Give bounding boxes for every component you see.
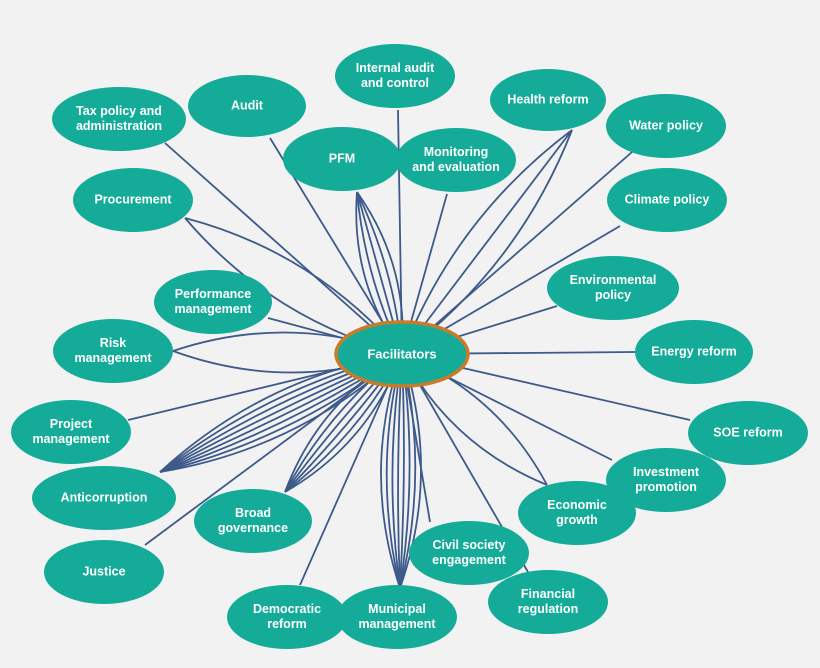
node-climate-policy: Climate policy	[607, 168, 727, 232]
node-label-risk-management-line-1: Risk	[100, 336, 126, 350]
node-label-municipal-management-line-1: Municipal	[368, 602, 426, 616]
node-label-performance-management-line-2: management	[174, 302, 252, 316]
node-ellipse-soe-reform	[688, 401, 808, 465]
node-ellipse-monitoring-evaluation	[396, 128, 516, 192]
node-label-risk-management-line-2: management	[74, 351, 152, 365]
node-energy-reform: Energy reform	[635, 320, 753, 384]
node-ellipse-justice	[44, 540, 164, 604]
node-audit: Audit	[188, 75, 306, 137]
node-ellipse-pfm	[283, 127, 401, 191]
node-ellipse-civil-society-engagement	[409, 521, 529, 585]
node-ellipse-economic-growth	[518, 481, 636, 545]
node-label-environmental-policy-line-2: policy	[595, 288, 631, 302]
node-label-environmental-policy-line-1: Environmental	[570, 273, 657, 287]
node-label-economic-growth-line-2: growth	[556, 513, 598, 527]
hub-label: Facilitators	[367, 346, 436, 361]
edge-health-reform-1	[401, 129, 573, 355]
node-label-tax-policy-line-1: Tax policy and	[76, 104, 162, 118]
node-label-tax-policy-line-2: administration	[76, 119, 162, 133]
node-label-internal-audit-line-1: Internal audit	[356, 61, 435, 75]
node-label-broad-governance-line-2: governance	[218, 521, 288, 535]
node-label-financial-regulation-line-2: regulation	[518, 602, 578, 616]
node-label-monitoring-evaluation-line-1: Monitoring	[424, 145, 489, 159]
node-pfm: PFM	[283, 127, 401, 191]
node-soe-reform: SOE reform	[688, 401, 808, 465]
node-label-anticorruption-line-1: Anticorruption	[61, 490, 148, 504]
hub-ellipse	[334, 320, 470, 388]
node-label-investment-promotion-line-1: Investment	[633, 465, 700, 479]
node-ellipse-audit	[188, 75, 306, 137]
node-ellipse-environmental-policy	[547, 256, 679, 320]
node-label-pfm-line-1: PFM	[329, 151, 355, 165]
node-label-project-management-line-2: management	[32, 432, 110, 446]
node-label-justice-line-1: Justice	[82, 564, 125, 578]
node-ellipse-procurement	[73, 168, 193, 232]
node-label-audit-line-1: Audit	[231, 98, 264, 112]
node-procurement: Procurement	[73, 168, 193, 232]
node-ellipse-energy-reform	[635, 320, 753, 384]
node-ellipse-financial-regulation	[488, 570, 608, 634]
node-label-water-policy-line-1: Water policy	[629, 118, 703, 132]
node-ellipse-democratic-reform	[227, 585, 347, 649]
node-label-civil-society-engagement-line-2: engagement	[432, 553, 506, 567]
node-label-financial-regulation-line-1: Financial	[521, 587, 575, 601]
node-label-health-reform-line-1: Health reform	[507, 92, 588, 106]
node-ellipse-performance-management	[154, 270, 272, 334]
node-ellipse-anticorruption	[32, 466, 176, 530]
node-ellipse-internal-audit	[335, 44, 455, 108]
node-label-civil-society-engagement-line-1: Civil society	[433, 538, 506, 552]
hub-node-facilitators: Facilitators	[334, 320, 470, 388]
node-anticorruption: Anticorruption	[32, 466, 176, 530]
node-label-procurement-line-1: Procurement	[94, 192, 172, 206]
node-label-energy-reform-line-1: Energy reform	[651, 344, 736, 358]
node-label-municipal-management-line-2: management	[358, 617, 436, 631]
node-label-project-management-line-1: Project	[50, 417, 93, 431]
node-ellipse-broad-governance	[194, 489, 312, 553]
node-ellipse-project-management	[11, 400, 131, 464]
node-ellipse-water-policy	[606, 94, 726, 158]
node-label-internal-audit-line-2: and control	[361, 76, 429, 90]
node-ellipse-tax-policy	[52, 87, 186, 151]
node-health-reform: Health reform	[490, 69, 606, 131]
node-label-broad-governance-line-1: Broad	[235, 506, 271, 520]
node-label-climate-policy-line-1: Climate policy	[625, 192, 710, 206]
node-water-policy: Water policy	[606, 94, 726, 158]
node-label-economic-growth-line-1: Economic	[547, 498, 607, 512]
node-ellipse-risk-management	[53, 319, 173, 383]
node-ellipse-investment-promotion	[606, 448, 726, 512]
node-label-democratic-reform-line-1: Democratic	[253, 602, 321, 616]
node-ellipse-municipal-management	[337, 585, 457, 649]
node-label-monitoring-evaluation-line-2: and evaluation	[412, 160, 500, 174]
node-label-performance-management-line-1: Performance	[175, 287, 251, 301]
node-label-democratic-reform-line-2: reform	[267, 617, 307, 631]
node-ellipse-climate-policy	[607, 168, 727, 232]
node-label-soe-reform-line-1: SOE reform	[713, 425, 782, 439]
node-label-investment-promotion-line-2: promotion	[635, 480, 697, 494]
node-ellipse-health-reform	[490, 69, 606, 131]
node-justice: Justice	[44, 540, 164, 604]
